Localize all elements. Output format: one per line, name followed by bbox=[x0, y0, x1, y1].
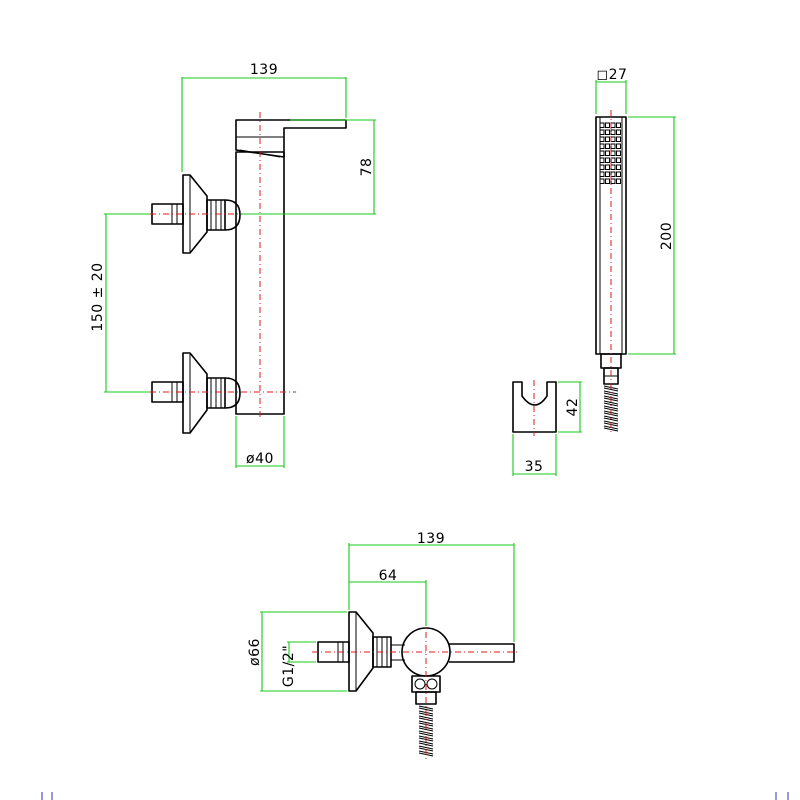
nozzle bbox=[605, 136, 610, 142]
dim-front-width: 139 bbox=[250, 62, 278, 78]
nozzle bbox=[616, 171, 621, 177]
nozzle bbox=[616, 164, 621, 170]
nozzle bbox=[610, 143, 616, 149]
dim-inlet-spacing: 150 ± 20 bbox=[90, 262, 106, 331]
top-view: 139 64 ø66 G1/2" bbox=[247, 531, 520, 760]
nozzle bbox=[605, 150, 610, 156]
nozzle bbox=[599, 122, 605, 128]
dim-handshower-section: ◻27 bbox=[597, 67, 628, 83]
dim-top-offset: 64 bbox=[379, 568, 398, 584]
nozzle bbox=[616, 143, 621, 149]
wall-holder bbox=[512, 381, 557, 433]
nozzle-grid bbox=[599, 122, 621, 184]
nozzle bbox=[599, 171, 605, 177]
nozzle bbox=[616, 157, 621, 163]
nozzle bbox=[616, 150, 621, 156]
nozzle bbox=[616, 129, 621, 135]
nozzle bbox=[610, 150, 616, 156]
dim-flange-diameter: ø66 bbox=[247, 638, 263, 666]
nozzle bbox=[610, 136, 616, 142]
nozzle bbox=[605, 171, 610, 177]
nozzle bbox=[605, 178, 610, 184]
nozzle bbox=[605, 157, 610, 163]
nozzle bbox=[599, 136, 605, 142]
lever-top bbox=[449, 643, 515, 663]
dim-thread: G1/2" bbox=[281, 645, 297, 687]
nozzle bbox=[599, 150, 605, 156]
dim-holder-width: 35 bbox=[525, 459, 544, 475]
dim-spout-height: 78 bbox=[359, 158, 375, 177]
nozzle bbox=[610, 171, 616, 177]
nozzle bbox=[599, 164, 605, 170]
dim-handshower-length: 200 bbox=[659, 222, 675, 250]
hand-shower-view: ◻27 200 42 35 bbox=[512, 67, 676, 476]
nozzle bbox=[599, 143, 605, 149]
nozzle bbox=[610, 129, 616, 135]
dim-holder-height: 42 bbox=[565, 398, 581, 417]
nozzle bbox=[616, 122, 621, 128]
nozzle bbox=[605, 143, 610, 149]
nozzle bbox=[610, 164, 616, 170]
dim-top-width: 139 bbox=[417, 531, 445, 547]
lower-inlet bbox=[151, 352, 241, 434]
nozzle bbox=[616, 136, 621, 142]
nozzle bbox=[616, 178, 621, 184]
nozzle bbox=[610, 178, 616, 184]
nozzle bbox=[610, 122, 616, 128]
nozzle bbox=[599, 129, 605, 135]
nozzle bbox=[610, 157, 616, 163]
dim-body-diameter: ø40 bbox=[246, 451, 274, 467]
frame-corner-marks bbox=[41, 792, 789, 800]
front-view: 139 78 150 ± 20 ø40 bbox=[90, 62, 376, 468]
nozzle bbox=[605, 164, 610, 170]
nozzle bbox=[605, 122, 610, 128]
nozzle bbox=[599, 157, 605, 163]
front-dimensions bbox=[104, 77, 376, 468]
nozzle bbox=[599, 178, 605, 184]
nozzle bbox=[605, 129, 610, 135]
